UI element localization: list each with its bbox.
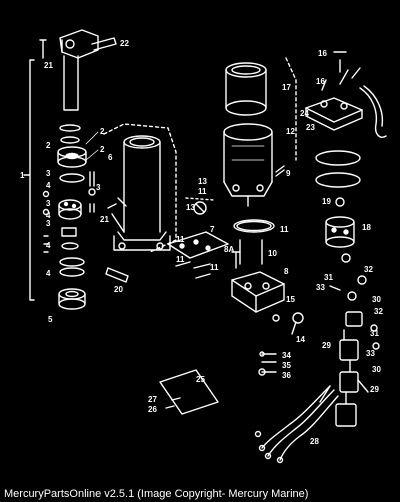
trim-ram-assembly [23,29,117,310]
callout-labels: 1 2 2 2 3 3 3 3 4 4 4 4 5 6 7 8 8A 9 10 … [20,39,383,446]
callout-label: 27 [148,395,157,404]
callout-label: 11 [198,187,207,196]
callout-label: 21 [100,215,109,224]
callout-label: 23 [306,123,315,132]
callout-label: 36 [282,371,291,380]
callout-label: 3 [46,219,51,228]
callout-label: 15 [286,295,295,304]
callout-label: 29 [370,385,379,394]
callout-label: 24 [300,109,309,118]
callout-label: 34 [282,351,291,360]
callout-label: 20 [114,285,123,294]
callout-label: 13 [186,203,195,212]
callout-label: 14 [296,335,305,344]
callout-label: 11 [280,225,289,234]
callout-label: 1 [20,171,25,180]
callout-label: 26 [148,405,157,414]
callout-label: 3 [96,183,101,192]
cylinder-tube [103,123,177,283]
callout-label: 2 [46,141,51,150]
fluid-reservoir [305,51,387,263]
callout-label: 12 [286,127,295,136]
callout-label: 4 [46,181,51,190]
callout-label: 11 [176,235,185,244]
callout-label: 30 [372,295,381,304]
callout-label: 33 [316,283,325,292]
callout-label: 2 [100,127,105,136]
callout-label: 10 [268,249,277,258]
image-caption: MercuryPartsOnline v2.5.1 (Image Copyrig… [4,488,309,500]
callout-label: 3 [46,199,51,208]
callout-label: 22 [120,39,129,48]
relay-harness [254,275,380,464]
callout-label: 28 [310,437,319,446]
callout-label: 6 [108,153,113,162]
callout-label: 17 [282,83,291,92]
callout-label: 16 [318,49,327,58]
callout-label: 33 [366,349,375,358]
callout-label: 32 [364,265,373,274]
callout-label: 4 [46,241,51,250]
callout-label: 21 [44,61,53,70]
callout-label: 30 [372,365,381,374]
callout-label: 35 [282,361,291,370]
callout-label: 31 [324,273,333,282]
callout-label: 5 [48,315,53,324]
callout-label: 11 [210,263,219,272]
callout-label: 4 [46,211,51,220]
callout-label: 32 [374,307,383,316]
callout-label: 2 [100,145,105,154]
callout-label: 31 [370,329,379,338]
callout-label: 13 [198,177,207,186]
callout-label: 18 [362,223,371,232]
callout-label: 3 [46,169,51,178]
callout-label: 25 [196,375,205,384]
callout-label: 8 [284,267,289,276]
callout-label: 11 [176,255,185,264]
callout-label: 19 [322,197,331,206]
callout-label: 7 [210,225,215,234]
callout-label: 29 [322,341,331,350]
valve-plate-assembly [167,197,241,279]
hardware-kit [159,351,277,415]
callout-label: 4 [46,269,51,278]
electric-motor [223,57,304,335]
callout-label: 16 [316,77,325,86]
callout-label: 9 [286,169,291,178]
callout-label: 8A [224,245,234,254]
